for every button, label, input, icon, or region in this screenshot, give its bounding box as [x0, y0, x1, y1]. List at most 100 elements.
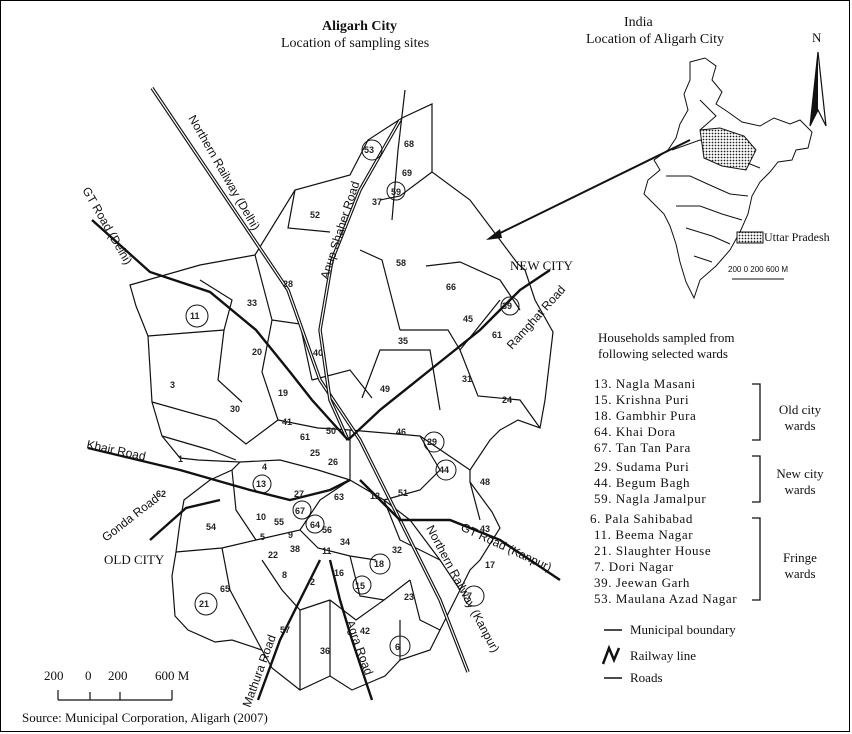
- old-city-label: OLD CITY: [104, 552, 165, 567]
- ward-number: 42: [360, 626, 370, 636]
- ward-number: 50: [326, 426, 336, 436]
- ward-number: 40: [313, 348, 323, 358]
- ward-number: 7: [467, 591, 472, 601]
- ward-number: 21: [199, 599, 209, 609]
- mathura-road-line: [256, 559, 322, 701]
- fringe-group-line2: wards: [784, 566, 816, 581]
- road-network: [87, 87, 561, 701]
- ward-number: 29: [427, 437, 437, 447]
- municipal-boundary: [129, 103, 554, 691]
- ward-number: 67: [295, 506, 305, 516]
- old-city-group-line1: Old city: [778, 402, 822, 417]
- north-arrow-icon: [809, 51, 827, 127]
- ward-number: 23: [404, 592, 414, 602]
- ward-number: 61: [300, 432, 310, 442]
- legend-ward-item: 15. Krishna Puri: [594, 392, 690, 407]
- ward-number: 11: [190, 311, 200, 321]
- ward-number: 58: [396, 258, 406, 268]
- agra-road-line: [328, 559, 374, 701]
- inset-scale-label: 200 0 200 600 M: [728, 265, 789, 274]
- scale-200-right: 200: [108, 668, 128, 683]
- ward-number: 56: [322, 525, 332, 535]
- ward-number: 3: [170, 380, 175, 390]
- gt-road-delhi-line: [91, 219, 349, 441]
- scale-600: 600 M: [155, 668, 190, 683]
- inset-subtitle: Location of Aligarh City: [586, 32, 725, 47]
- north-label: N: [812, 30, 822, 45]
- legend-ward-item: 64. Khai Dora: [594, 424, 676, 439]
- legend-ward-item: 39. Jeewan Garh: [594, 575, 690, 590]
- ward-number: 15: [355, 581, 365, 591]
- legend-ward-item: 13. Nagla Masani: [594, 376, 696, 391]
- ward-number: 35: [398, 336, 408, 346]
- ward-number: 63: [334, 492, 344, 502]
- ward-number: 11: [322, 546, 332, 556]
- ward-number: 64: [310, 520, 320, 530]
- ward-number: 38: [290, 544, 300, 554]
- ward-number: 55: [274, 517, 284, 527]
- uttar-pradesh-label: Uttar Pradesh: [764, 230, 830, 244]
- uttar-pradesh-swatch: [736, 231, 764, 244]
- ward-number: 54: [206, 522, 216, 532]
- legend-municipal-boundary: Municipal boundary: [630, 622, 736, 637]
- ward-number: 27: [294, 489, 304, 499]
- new-city-group-line1: New city: [776, 466, 824, 481]
- ward-number: 53: [364, 145, 374, 155]
- ward-number: 66: [446, 282, 456, 292]
- ward-number: 49: [380, 384, 390, 394]
- ward-number: 2: [310, 577, 315, 587]
- ward-number: 16: [334, 568, 344, 578]
- inset-title: India: [624, 15, 653, 30]
- legend-heading-line2: following selected wards: [598, 346, 728, 361]
- legend-ward-item: 7. Dori Nagar: [594, 559, 674, 574]
- ward-number: 12: [370, 491, 380, 501]
- ward-number: 26: [328, 457, 338, 467]
- ward-number: 39: [502, 301, 512, 311]
- new-city-label: NEW CITY: [510, 258, 573, 273]
- ward-number: 4: [262, 462, 267, 472]
- ward-number: 19: [278, 388, 288, 398]
- ward-number: 10: [256, 512, 266, 522]
- ramghat-road-line: [347, 269, 551, 441]
- ward-number: 59: [391, 187, 401, 197]
- scale-bar: [57, 690, 173, 701]
- ward-number: 9: [288, 530, 293, 540]
- ward-number: 1: [178, 454, 183, 464]
- map-subtitle: Location of sampling sites: [281, 36, 430, 51]
- ward-number: 30: [230, 404, 240, 414]
- legend-ward-item: 29. Sudama Puri: [594, 459, 690, 474]
- location-pointer-arrow: [489, 139, 691, 239]
- legend-ward-item: 18. Gambhir Pura: [594, 408, 697, 423]
- ward-number: 46: [396, 427, 406, 437]
- ward-number: 6: [395, 642, 400, 652]
- ward-number: 52: [310, 210, 320, 220]
- source-note: Source: Municipal Corporation, Aligarh (…: [22, 710, 268, 725]
- gt-road-delhi-label: GT Road (Delhi): [79, 185, 135, 267]
- ward-number: 51: [398, 488, 408, 498]
- legend-brackets: [752, 383, 761, 601]
- ward-number: 32: [392, 545, 402, 555]
- ward-number: 44: [439, 465, 449, 475]
- legend-ward-item: 11. Beema Nagar: [594, 527, 694, 542]
- ward-number: 61: [492, 330, 502, 340]
- ward-number: 17: [485, 560, 495, 570]
- new-city-group-line2: wards: [784, 482, 816, 497]
- ward-number: 57: [280, 625, 290, 635]
- map-title: Aligarh City: [322, 19, 398, 34]
- legend-heading-line1: Households sampled from: [598, 330, 735, 345]
- ward-number: 36: [320, 646, 330, 656]
- ward-number: 18: [374, 559, 384, 569]
- gt-road-kanpur-line: [359, 479, 561, 581]
- legend-ward-item: 21. Slaughter House: [594, 543, 712, 558]
- northern-railway-delhi-label: Northern Railway (Delhi): [185, 113, 262, 233]
- legend-ward-item: 67. Tan Tan Para: [594, 440, 691, 455]
- ward-number: 8: [282, 570, 287, 580]
- sampled-ward-markers: [185, 139, 520, 657]
- ward-number: 20: [252, 347, 262, 357]
- gonda-road-line: [149, 498, 221, 541]
- legend-ward-item: 53. Maulana Azad Nagar: [594, 591, 738, 606]
- ward-number: 22: [268, 550, 278, 560]
- ward-number: 34: [340, 537, 350, 547]
